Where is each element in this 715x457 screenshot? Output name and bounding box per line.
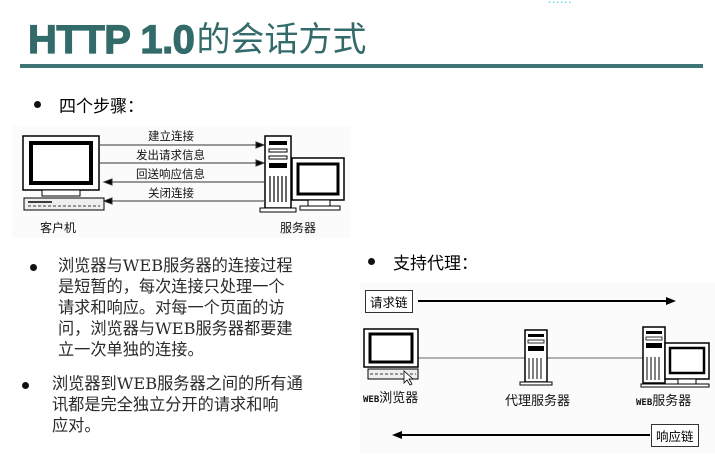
proxy-heading: 支持代理：	[368, 249, 478, 274]
paragraph-line: 应对。	[52, 416, 101, 435]
web-server-icon	[640, 326, 710, 388]
server-label: 服务器	[280, 221, 317, 235]
proxy-server-label: 代理服务器	[505, 394, 571, 409]
browser-label-text: 浏览器	[379, 391, 419, 406]
step-arrows	[100, 141, 266, 205]
steps-heading: 四个步骤：	[34, 92, 144, 117]
paragraph-line: 立一次单独的连接。	[58, 340, 204, 359]
web-server-label-text: 服务器	[652, 394, 692, 409]
paragraph-line: 问，浏览器与WEB服务器都要建	[58, 319, 293, 338]
paragraph-connection: 浏览器与WEB服务器的连接过程 是短暂的，每次连接只处理一个 请求和响应。对每一…	[20, 255, 360, 360]
client-label: 客户机	[40, 221, 77, 235]
response-chain-label: 响应链	[651, 424, 699, 447]
step-label-close: 关闭连接	[148, 186, 194, 200]
client-computer-icon	[22, 135, 105, 211]
step-label-establish: 建立连接	[148, 129, 194, 143]
title-divider	[20, 64, 703, 68]
proxy-diagram: 请求链 响应链 WEB浏览器 代理服务器 WEB服务器	[360, 283, 715, 453]
step-label-request: 发出请求信息	[136, 148, 205, 162]
steps-diagram: 建立连接 发出请求信息 回送响应信息 关闭连接 客户机 服务器	[12, 126, 350, 238]
steps-heading-text: 四个步骤：	[59, 97, 144, 117]
paragraph-line: 讯都是完全独立分开的请求和响	[52, 395, 279, 414]
request-chain-label: 请求链	[365, 290, 413, 313]
paragraph-communication: 浏览器到WEB服务器之间的所有通 讯都是完全独立分开的请求和响 应对。	[14, 373, 359, 436]
paragraph-line: 浏览器到WEB服务器之间的所有通	[52, 374, 303, 393]
bullet-icon	[368, 258, 375, 265]
bullet-icon	[22, 382, 29, 389]
proxy-heading-text: 支持代理：	[393, 254, 478, 274]
web-server-label-prefix: WEB	[636, 398, 653, 408]
page-title: HTTP 1.0 的会话方式	[27, 12, 367, 62]
client-server-svg	[22, 135, 345, 213]
page-title-cn: 的会话方式	[196, 20, 367, 60]
server-monitor-icon	[291, 157, 345, 211]
proxy-svg	[363, 297, 710, 439]
bullet-icon	[30, 264, 37, 271]
browser-computer-icon	[363, 328, 419, 386]
top-logo-fragment: ······	[548, 0, 573, 5]
paragraph-line: 是短暂的，每次连接只处理一个	[58, 277, 285, 296]
page-title-en: HTTP 1.0	[27, 17, 195, 62]
paragraph-line: 请求和响应。对每一个页面的访	[58, 298, 285, 317]
browser-label-prefix: WEB	[363, 395, 380, 405]
step-label-response: 回送响应信息	[136, 167, 205, 181]
proxy-server-icon	[519, 329, 553, 386]
server-tower-icon	[259, 135, 297, 213]
browser-label: WEB浏览器	[363, 387, 418, 406]
paragraph-line: 浏览器与WEB服务器的连接过程	[58, 256, 293, 275]
mouse-cursor-icon	[403, 370, 415, 386]
bullet-icon	[34, 101, 41, 108]
web-server-label: WEB服务器	[636, 390, 691, 409]
